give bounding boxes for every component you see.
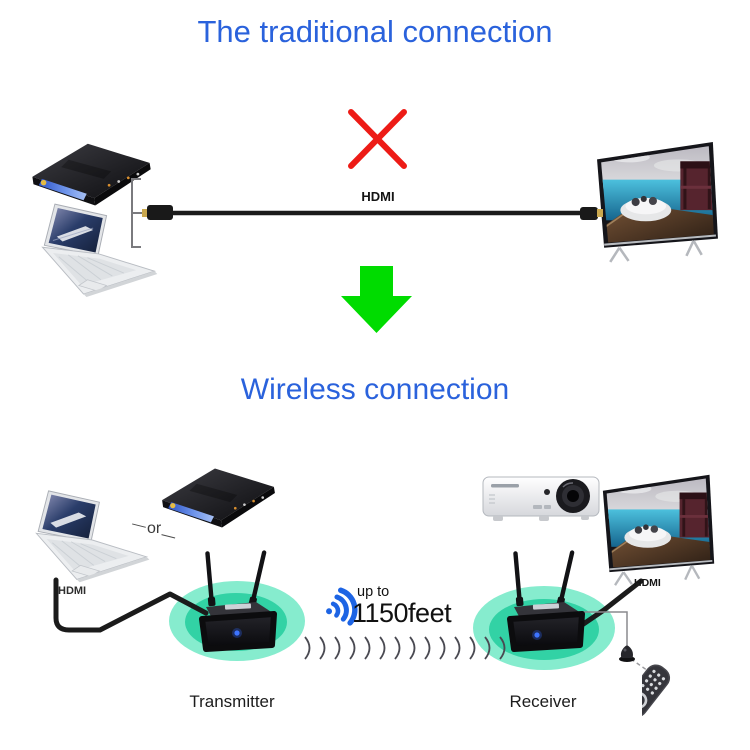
ir-receiver-icon <box>619 645 635 662</box>
section-title-wireless: Wireless connection <box>240 373 510 406</box>
receiver-label: Receiver <box>509 692 577 711</box>
section-title-traditional: The traditional connection <box>197 14 553 49</box>
transmitter-label: Transmitter <box>189 692 275 711</box>
hdmi-source-cable-label: HDMI <box>58 585 87 597</box>
or-dash-left <box>132 522 146 528</box>
hdmi-cable-laptop <box>53 577 209 633</box>
laptop-device-top <box>41 203 158 297</box>
laptop-device-bottom <box>35 490 150 583</box>
signal-waves-icon <box>304 636 506 660</box>
tv-device-bottom <box>602 474 715 586</box>
range-prefix-label: up to <box>357 584 390 600</box>
bracket-connector <box>131 178 142 248</box>
down-arrow-icon <box>341 266 412 333</box>
remote-control <box>642 664 671 718</box>
transmitter-device <box>199 550 277 652</box>
cross-icon <box>348 109 407 169</box>
power-led <box>234 630 240 636</box>
wifi-signal-icon <box>326 587 358 626</box>
ir-extender-wire <box>575 611 628 645</box>
hdmi-switcher-device-top <box>32 143 151 206</box>
hdmi-switcher-device-bottom <box>162 468 275 528</box>
hdmi-plug-icon <box>142 205 173 220</box>
power-led <box>534 632 540 638</box>
or-text: or <box>147 520 162 537</box>
hdmi-cable-label: HDMI <box>361 189 395 204</box>
tv-device-top <box>597 142 718 263</box>
hdmi-plug-right-icon <box>580 207 603 220</box>
receiver-device <box>507 550 585 652</box>
or-dash-right <box>161 533 176 538</box>
or-label: or <box>131 520 177 538</box>
projector-device <box>482 476 600 521</box>
hdmi-display-cable-label: HDMI <box>634 577 661 589</box>
range-value-label: 1150feet <box>352 598 452 628</box>
